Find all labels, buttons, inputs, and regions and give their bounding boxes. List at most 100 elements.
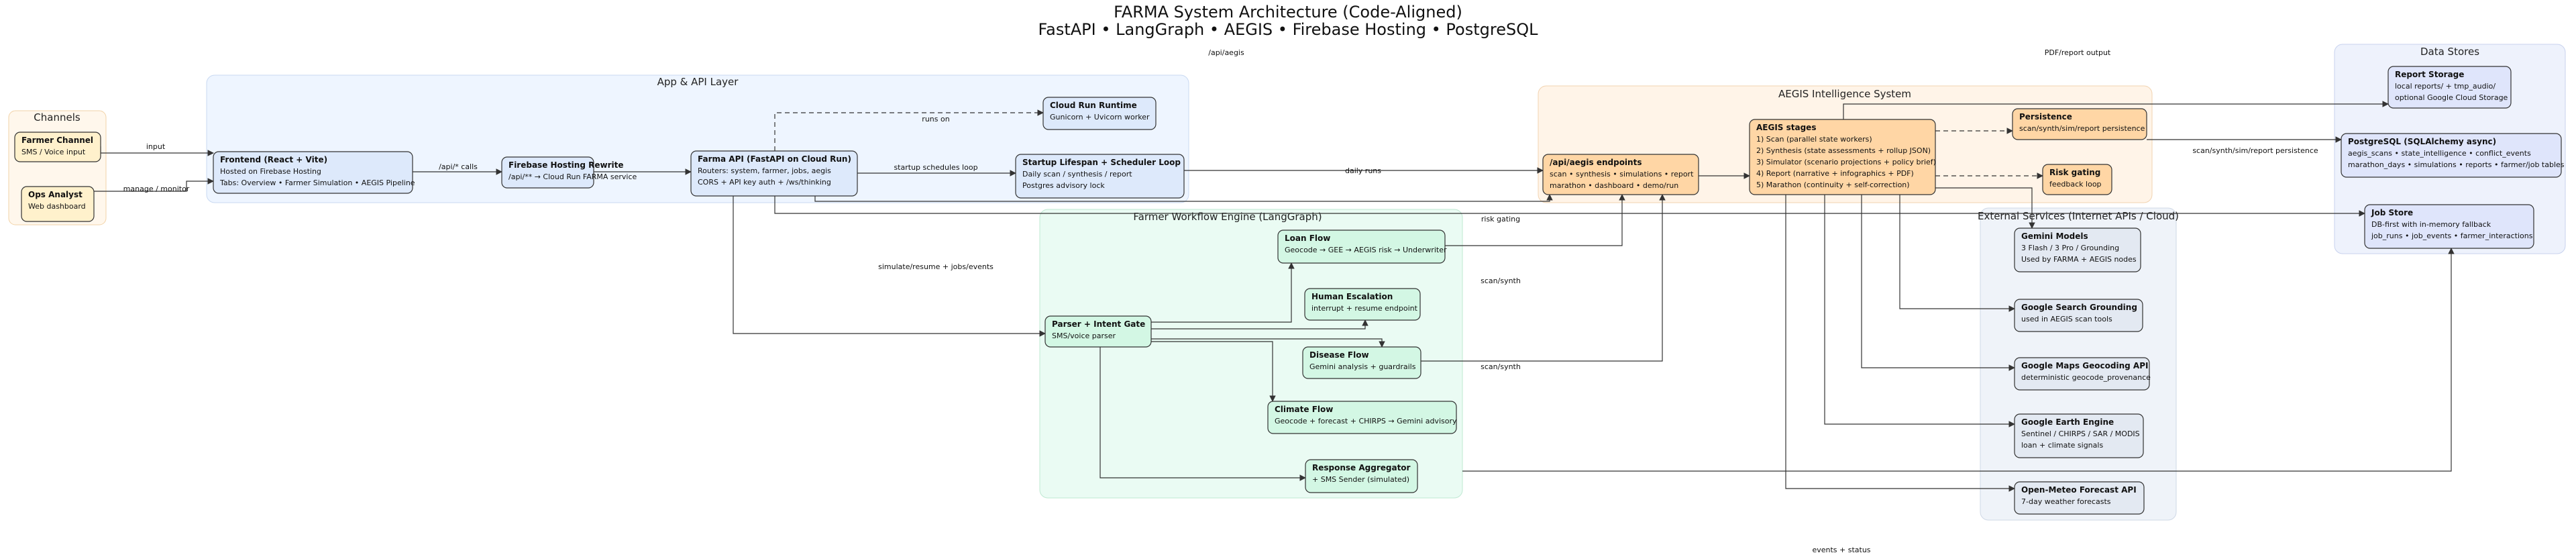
node-line-report-storage-1: local reports/ + tmp_audio/ [2395,82,2496,91]
node-line-ops-analyst-1: Web dashboard [28,202,86,211]
node-title-farma-api: Farma API (FastAPI on Cloud Run) [698,154,851,164]
node-title-frontend: Frontend (React + Vite) [220,155,327,164]
edge-parser-response [1099,347,1306,481]
node-report-storage: Report Storage local reports/ + tmp_audio… [2387,66,2512,109]
node-line-startup-2: Postgres advisory lock [1022,181,1105,190]
node-box-gemini [2014,227,2141,272]
node-box-parser [1044,315,1152,348]
edge-layer [94,101,2455,492]
node-box-loan-flow [1277,230,1446,264]
node-line-job-store-2: job_runs • job_events • farmer_interacti… [2371,232,2533,240]
node-line-aegis-stages-2: 2) Synthesis (state assessments + rollup… [1756,146,1931,155]
edge-stages-maps [1861,195,2015,371]
edge-label-simulate: simulate/resume + jobs/events [878,262,994,271]
node-title-persistence: Persistence [2019,112,2072,121]
workflow-group-title: Farmer Workflow Engine (LangGraph) [1133,211,1322,223]
node-title-climate-flow: Climate Flow [1275,405,1333,414]
node-title-risk-gating: Risk gating [2049,168,2100,177]
node-title-job-store: Job Store [2371,208,2413,217]
node-title-rewrite: Firebase Hosting Rewrite [508,160,623,170]
edge-label-daily-runs: daily runs [1345,166,1381,175]
node-box-aegis-endpoints [1542,154,1699,195]
node-title-disease-flow: Disease Flow [1309,350,1369,360]
node-line-google-earth-1: Sentinel / CHIRPS / SAR / MODIS [2021,429,2140,438]
node-line-frontend-1: Hosted on Firebase Hosting [220,167,321,176]
node-title-google-search: Google Search Grounding [2021,303,2137,312]
edge-disease-aegis [1421,194,1666,362]
node-title-google-maps: Google Maps Geocoding API [2021,361,2148,370]
node-title-ops-analyst: Ops Analyst [28,190,83,199]
node-box-open-meteo [2014,481,2145,515]
app-group [206,74,1189,203]
node-box-response-aggregator [1305,459,1418,493]
edge-label-input: input [146,142,166,151]
node-line-gemini-1: 3 Flash / 3 Pro / Grounding [2021,244,2119,252]
edge-label-layer: input manage / monitor /api/* calls runs… [123,48,2318,554]
node-line-google-maps-1: deterministic geocode_provenance [2021,373,2151,382]
node-title-farmer-channel: Farmer Channel [21,136,93,145]
edge-stages-reportstorage [1843,101,2389,119]
edge-label-api-aegis: /api/aegis [1208,48,1244,57]
node-title-report-storage: Report Storage [2395,70,2464,79]
node-line-rewrite-1: /api/** → Cloud Run FARMA service [508,172,637,181]
node-line-aegis-endpoints-2: marathon • dashboard • demo/run [1550,181,1678,190]
node-line-open-meteo-1: 7-day weather forecasts [2021,497,2111,506]
node-box-human-escalation [1304,288,1421,321]
node-line-google-earth-2: loan + climate signals [2021,441,2103,450]
node-title-startup: Startup Lifespan + Scheduler Loop [1022,158,1181,167]
node-box-job-store [2364,204,2534,249]
node-line-response-aggregator-1: + SMS Sender (simulated) [1312,475,1409,484]
node-box-google-earth [2014,413,2144,458]
external-group-title: External Services (Internet APIs / Cloud… [1978,210,2179,222]
node-title-gemini: Gemini Models [2021,232,2088,241]
stores-group-title: Data Stores [2420,46,2479,58]
node-title-open-meteo: Open-Meteo Forecast API [2021,485,2137,495]
node-box-climate-flow [1267,401,1457,434]
edge-api-aegis [814,193,1553,202]
node-box-postgres [2341,133,2562,178]
node-box-persistence [2012,108,2147,140]
app-group-title: App & API Layer [657,76,739,88]
node-frontend: Frontend (React + Vite) Hosted on Firebas… [213,151,415,194]
node-line-aegis-endpoints-1: scan • synthesis • simulations • report [1550,170,1694,179]
edge-label-manage: manage / monitor [123,185,190,193]
node-line-gemini-2: Used by FARMA + AEGIS nodes [2021,255,2137,264]
node-postgres: PostgreSQL (SQLAlchemy async)aegis_scans… [2341,133,2565,178]
node-gemini: Gemini Models 3 Flash / 3 Pro / Grounding… [2014,227,2141,272]
node-line-postgres-2: marathon_days • simulations • reports • … [2348,160,2565,169]
node-line-aegis-stages-1: 1) Scan (parallel state workers) [1756,135,1872,144]
node-box-farma-api [690,150,858,197]
edge-label-scan-synth-2: scan/synth [1481,362,1521,371]
node-line-farma-api-2: CORS + API key auth + /ws/thinking [698,178,831,187]
edge-api-cloudrun [774,109,1044,151]
node-line-disease-flow-1: Gemini analysis + guardrails [1309,362,1416,371]
edge-parser-climate [1151,341,1276,402]
node-line-farma-api-1: Routers: system, farmer, jobs, aegis [698,166,831,175]
node-response-aggregator: Response Aggregator + SMS Sender (simulat… [1305,459,1418,493]
group-layer: Channels App & API Layer AEGIS Intellige… [8,44,2566,521]
node-title-aegis-endpoints: /api/aegis endpoints [1550,158,1642,167]
edge-label-runs-on: runs on [922,115,949,123]
edge-stages-openmeteo [1785,195,2015,492]
aegis-group-title: AEGIS Intelligence System [1778,88,1911,100]
node-line-parser-1: SMS/voice parser [1052,332,1116,340]
node-title-postgres: PostgreSQL (SQLAlchemy async) [2348,137,2496,146]
node-farma-api: Farma API (FastAPI on Cloud Run) Routers:… [690,150,858,197]
edge-loan-aegis [1445,194,1625,246]
node-line-frontend-2: Tabs: Overview • Farmer Simulation • AEG… [219,179,415,187]
edge-response-jobstore [1462,248,2455,472]
node-title-response-aggregator: Response Aggregator [1312,463,1411,472]
node-box-disease-flow [1302,346,1421,379]
node-line-cloud-run-1: Gunicorn + Uvicorn worker [1050,113,1150,121]
edge-stages-search [1899,195,2015,312]
node-title-google-earth: Google Earth Engine [2021,417,2114,427]
node-line-aegis-stages-4: 4) Report (narrative + infographics + PD… [1756,169,1914,178]
node-box-cloud-run [1042,97,1157,130]
